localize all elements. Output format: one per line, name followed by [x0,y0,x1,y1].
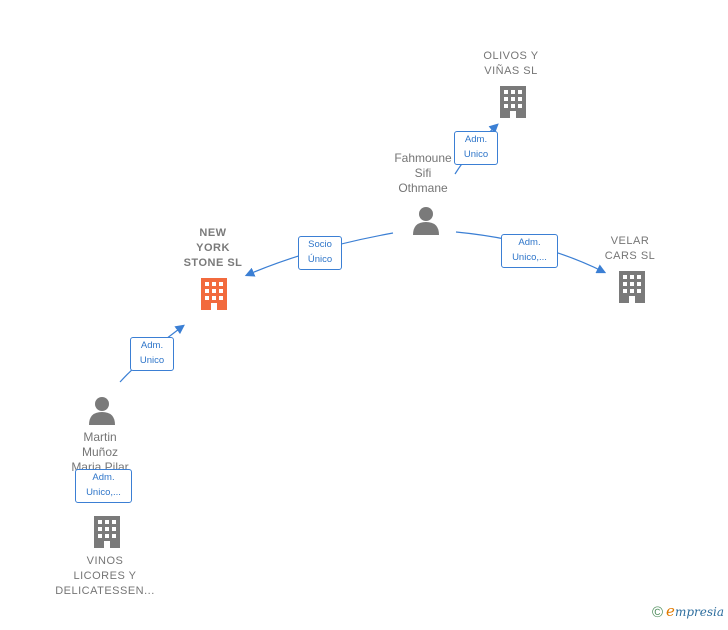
edge-label-fahmoune-velar[interactable]: Adm. Unico,... [501,234,558,268]
node-fahmoune-label: Fahmoune Sifi Othmane [394,151,452,195]
building-icon [201,278,227,310]
node-fahmoune[interactable]: Fahmoune Sifi Othmane [380,151,466,196]
building-icon [619,271,645,303]
node-newyork[interactable]: NEW YORK STONE SL [168,226,258,271]
node-olivos-label: OLIVOS Y VIÑAS SL [483,50,539,77]
node-newyork-label: NEW YORK STONE SL [183,227,243,269]
node-vinos[interactable]: VINOS LICORES Y DELICATESSEN... [45,554,165,599]
edge-label-fahmoune-newyork[interactable]: Socio Único [298,236,342,270]
person-icon [413,207,439,235]
building-icon [500,86,526,118]
brand-name: mpresia [674,605,724,619]
node-velar-label: VELAR CARS SL [604,235,656,262]
node-martin-label: Martin Muñoz Maria Pilar [71,430,129,474]
brand-initial: e [666,602,675,620]
node-vinos-label: VINOS LICORES Y DELICATESSEN... [55,555,155,597]
edge-label-martin-newyork[interactable]: Adm. Unico [130,337,174,371]
node-velar[interactable]: VELAR CARS SL [590,234,670,264]
node-martin[interactable]: Martin Muñoz Maria Pilar [55,430,145,475]
edge-label-martin-vinos[interactable]: Adm. Unico,... [75,469,132,503]
person-icon [89,397,115,425]
copyright-symbol: © [651,604,664,621]
building-icon [94,516,120,548]
node-olivos[interactable]: OLIVOS Y VIÑAS SL [463,49,559,79]
empresia-logo: ©empresia [652,602,724,621]
edge-label-fahmoune-olivos[interactable]: Adm. Unico [454,131,498,165]
